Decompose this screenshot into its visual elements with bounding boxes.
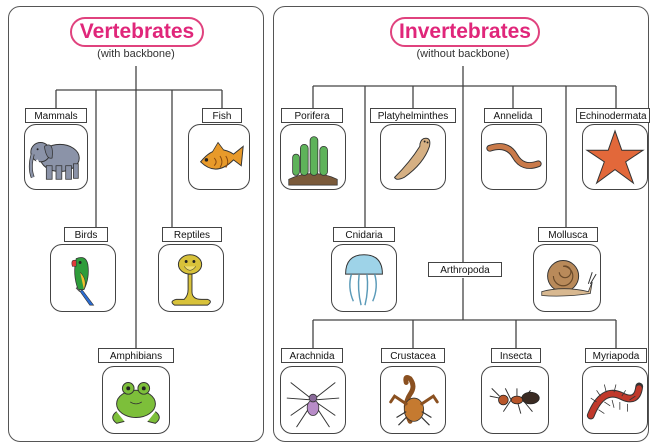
invertebrates-title: Invertebrates [390,17,540,47]
ant-icon [481,366,549,434]
label-platyhelminthes: Platyhelminthes [370,108,456,123]
label-annelida: Annelida [484,108,542,123]
spider-icon [280,366,346,434]
label-fish: Fish [202,108,242,123]
jellyfish-icon [331,244,397,312]
scorpion-icon [380,366,446,434]
flatworm-icon [380,124,446,190]
label-myriapoda: Myriapoda [585,348,647,363]
vertebrates-title: Vertebrates [70,17,204,47]
centipede-icon [582,366,648,434]
parrot-icon [50,244,116,312]
label-porifera: Porifera [281,108,343,123]
label-mammals: Mammals [25,108,87,123]
starfish-icon [582,124,648,190]
label-arthropoda: Arthropoda [428,262,502,277]
label-mollusca: Mollusca [538,227,598,242]
vertebrates-subtitle: (with backbone) [60,48,212,60]
elephant-icon [24,124,88,190]
label-arachnida: Arachnida [281,348,343,363]
label-crustacea: Crustacea [381,348,445,363]
label-echinodermata: Echinodermata [576,108,650,123]
fish-icon [188,124,250,190]
earthworm-icon [481,124,547,190]
frog-icon [102,366,170,434]
label-cnidaria: Cnidaria [333,227,395,242]
invertebrates-subtitle: (without backbone) [384,48,542,60]
label-insecta: Insecta [491,348,541,363]
label-birds: Birds [64,227,108,242]
snail-icon [533,244,601,312]
label-amphibians: Amphibians [98,348,174,363]
cobra-icon [158,244,224,312]
label-reptiles: Reptiles [162,227,222,242]
sponge-icon [280,124,346,190]
